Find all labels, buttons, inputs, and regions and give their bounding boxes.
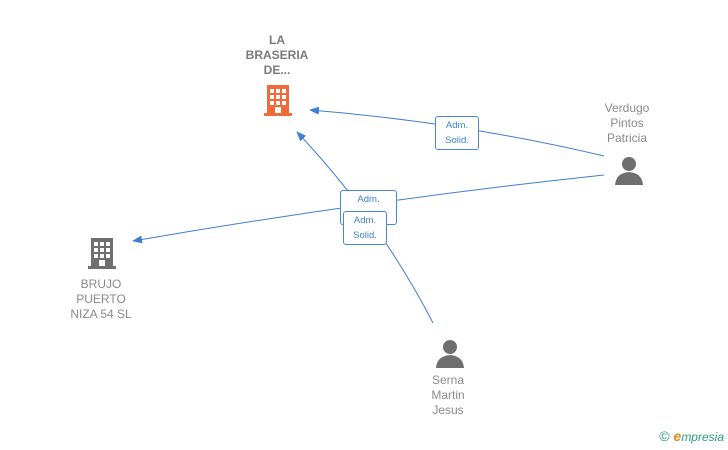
edge-label-line: Solid.: [445, 135, 469, 146]
node-label-line: PUERTO: [76, 292, 126, 306]
edge-label-line: Adm.: [445, 120, 469, 131]
node-label-verdugo[interactable]: Verdugo Pintos Patricia: [572, 101, 682, 146]
brand-logo: ©empresia: [659, 428, 724, 444]
person-icon: [615, 157, 643, 185]
node-label-line: Verdugo: [604, 101, 650, 115]
person-icon: [436, 340, 464, 368]
node-label-line: Serna: [431, 373, 465, 387]
building-icon: [264, 85, 292, 116]
building-icon: [88, 238, 116, 269]
node-label-line: BRASERIA: [245, 48, 309, 62]
edge-label-adm-solid[interactable]: Adm. Solid.: [435, 116, 479, 150]
brand-e: e: [673, 428, 682, 444]
edge-label-line: Adm.: [353, 215, 377, 226]
node-label-la-braseria[interactable]: LA BRASERIA DE...: [222, 33, 332, 78]
edge-label-adm-solid[interactable]: Adm. Solid.: [343, 211, 387, 245]
edge-label-line: Solid.: [353, 230, 377, 241]
node-label-line: Pintos: [610, 116, 644, 130]
copyright-icon: ©: [659, 428, 670, 444]
node-label-line: DE...: [263, 63, 291, 77]
node-label-line: BRUJO: [80, 277, 122, 291]
node-label-line: NIZA 54 SL: [70, 307, 132, 321]
node-label-line: Patricia: [606, 131, 647, 145]
node-label-line: Jesus: [432, 403, 464, 417]
brand-name: mpresia: [681, 430, 724, 444]
node-label-line: LA: [269, 33, 285, 47]
node-label-brujo-puerto[interactable]: BRUJO PUERTO NIZA 54 SL: [46, 277, 156, 322]
node-label-serna[interactable]: Serna Martin Jesus: [393, 373, 503, 418]
node-label-line: Martin: [431, 388, 465, 402]
edge-label-line: Adm.: [357, 194, 380, 205]
